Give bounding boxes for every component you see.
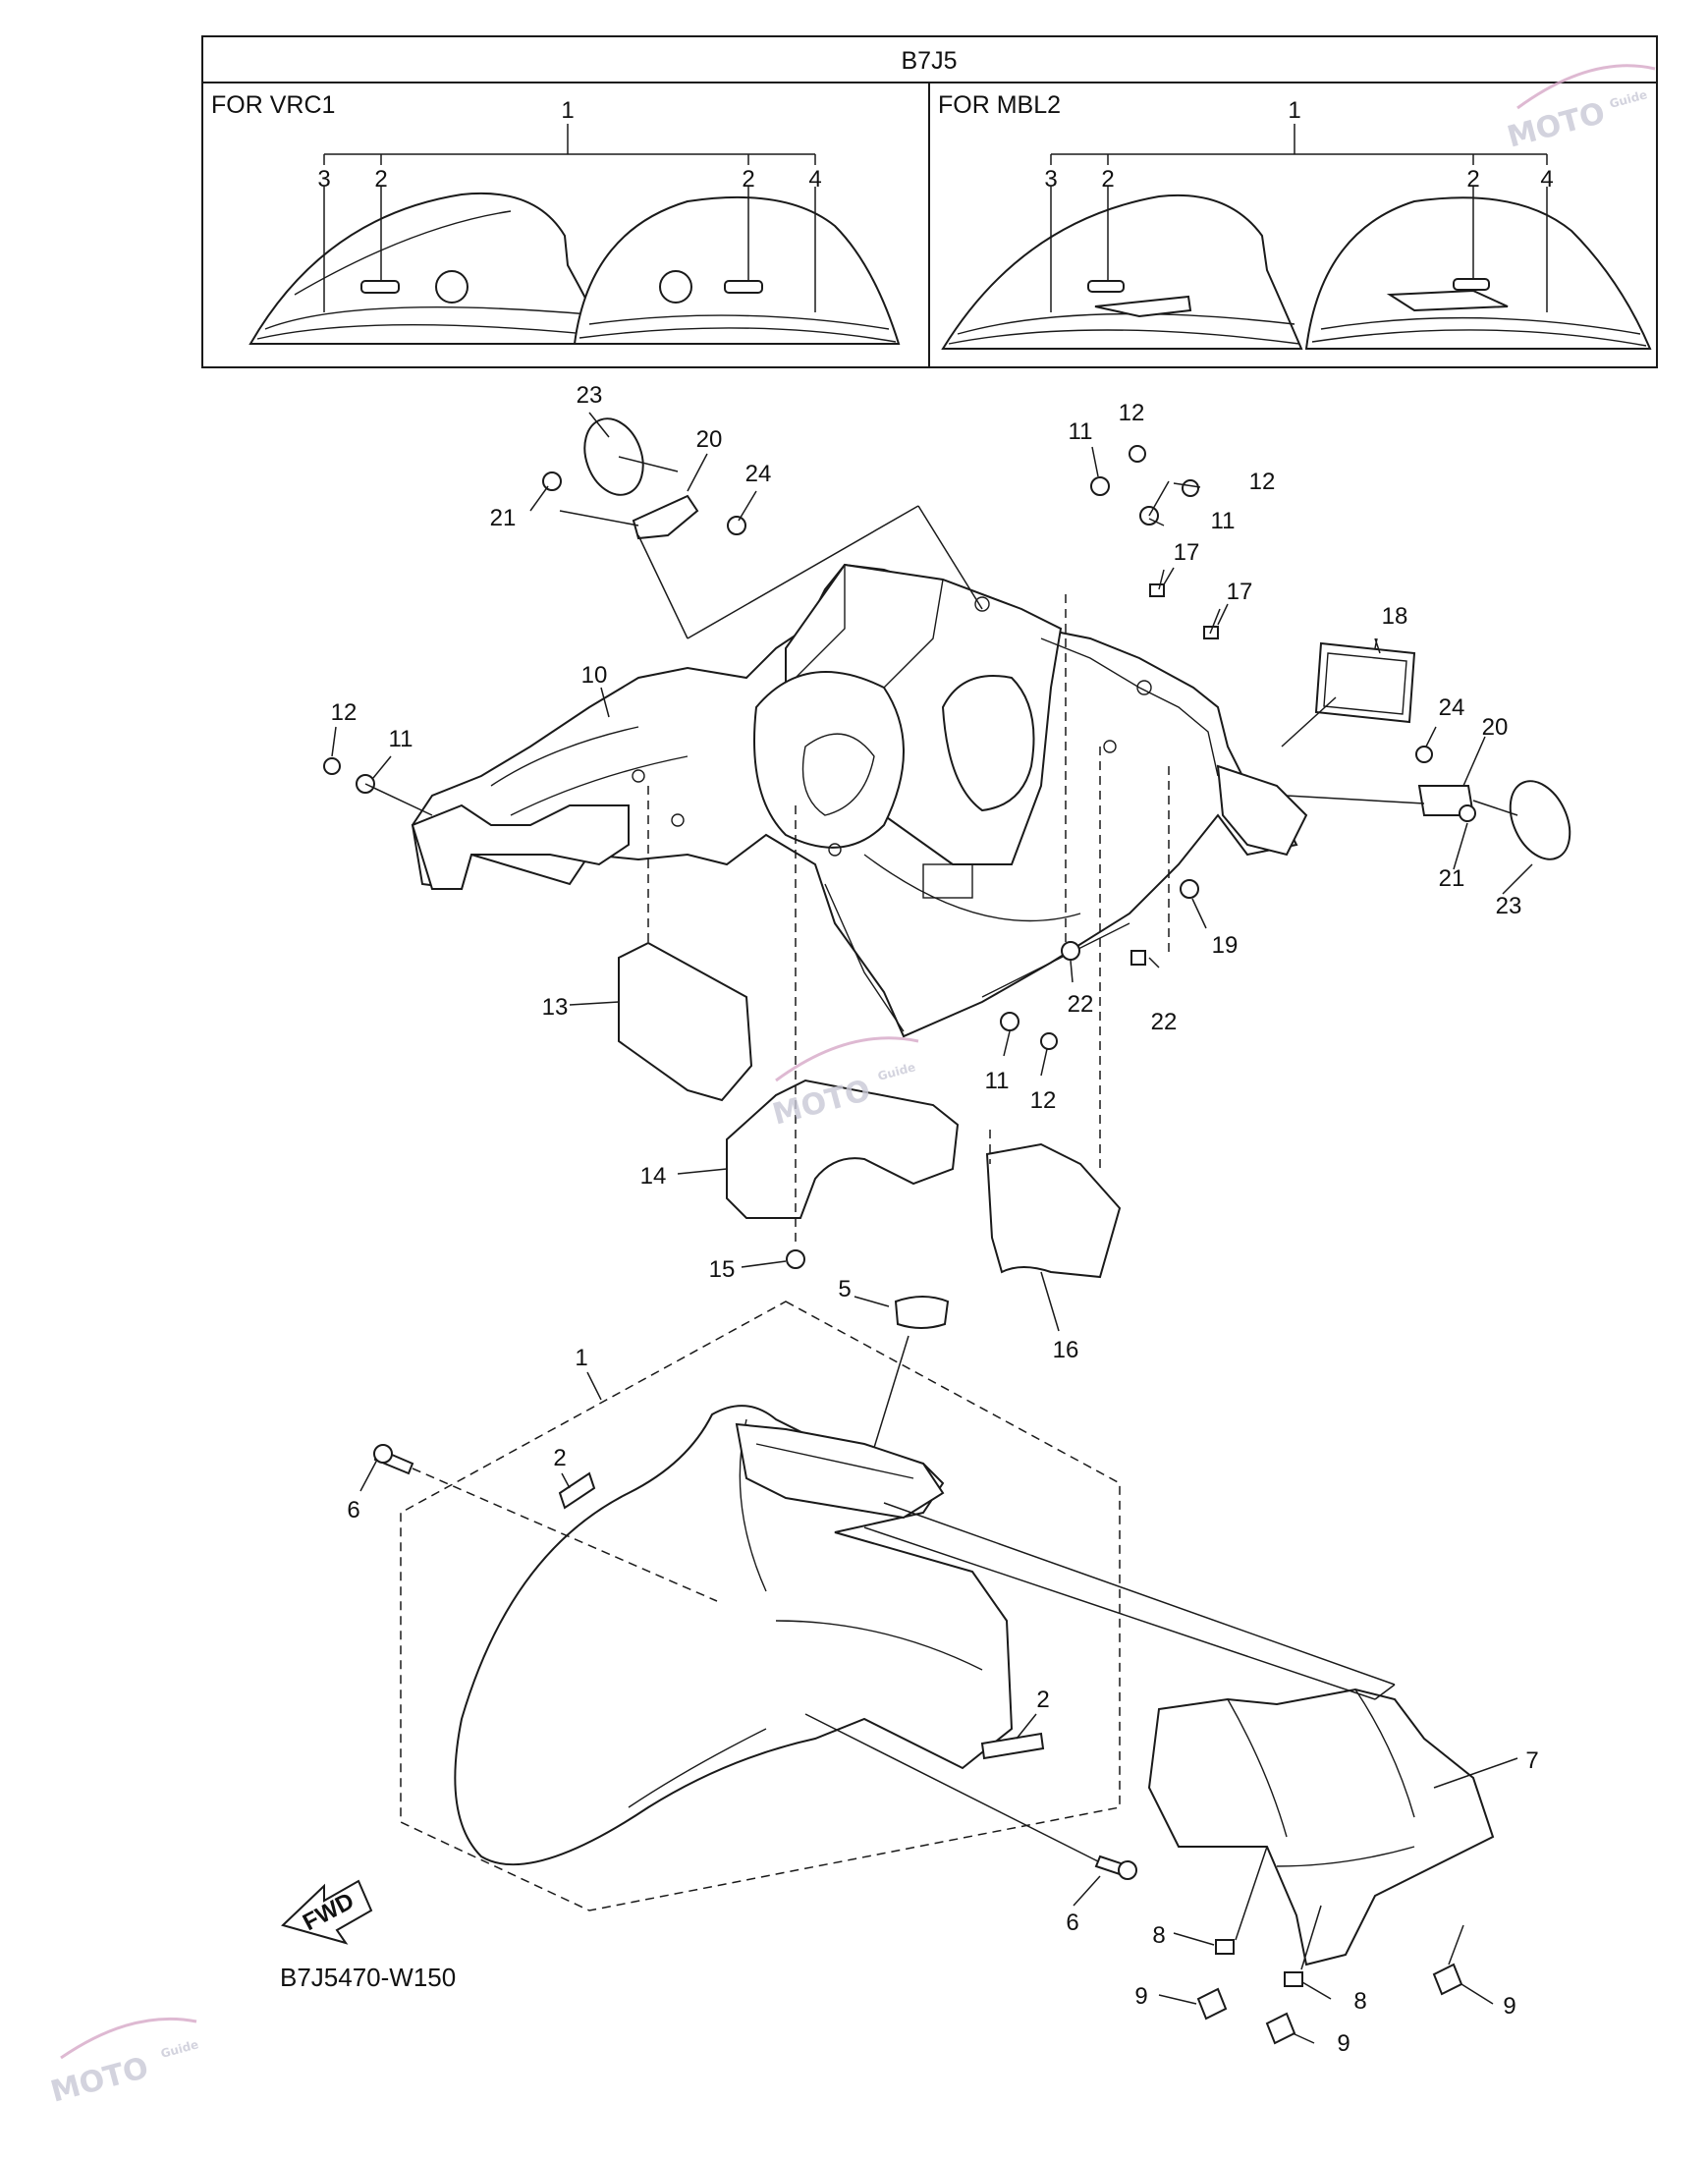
watermark-small-1: Guide [1608, 87, 1649, 111]
fasteners-lower [1196, 1846, 1464, 2045]
cover-16 [985, 1142, 1122, 1279]
callout-12-c: 12 [331, 699, 358, 726]
callout-16: 16 [1053, 1337, 1079, 1363]
watermark-small-2: Guide [876, 1060, 917, 1083]
callout-17-b: 17 [1227, 579, 1253, 605]
callout-7: 7 [1525, 1747, 1538, 1774]
callout-11-d: 11 [985, 1068, 1010, 1094]
callout-12-a: 12 [1119, 400, 1145, 426]
callout-15: 15 [709, 1256, 736, 1283]
callout-leaders [331, 412, 1533, 2044]
left-callout-4: 4 [808, 166, 821, 193]
watermark-bottom-left: MOTO Guide [47, 2017, 200, 2110]
right-callout-2a: 2 [1101, 166, 1114, 193]
right-callout-3: 3 [1044, 166, 1057, 193]
callout-8-a: 8 [1152, 1922, 1165, 1949]
front-fender-assembly [373, 1301, 1518, 1966]
callout-23-right: 23 [1496, 893, 1522, 919]
callout-6-b: 6 [1066, 1910, 1078, 1936]
reflector-23-left [559, 417, 983, 639]
callout-21-right: 21 [1439, 865, 1465, 892]
callout-21-left: 21 [490, 505, 517, 531]
callout-2-a: 2 [553, 1445, 566, 1471]
callout-24-right: 24 [1439, 694, 1465, 721]
callout-18: 18 [1382, 603, 1408, 630]
left-panel-fenders [248, 124, 901, 345]
diagram-code: B7J5470-W150 [280, 1963, 456, 1992]
callout-labels: 23 20 24 21 11 12 12 11 17 17 18 24 20 2… [331, 382, 1539, 2057]
inset-box: B7J5 FOR VRC1 FOR MBL2 1 [201, 35, 1658, 368]
callout-12-d: 12 [1030, 1087, 1057, 1114]
cap-5 [854, 1296, 950, 1465]
callout-14: 14 [640, 1163, 667, 1190]
callout-24-left: 24 [745, 461, 772, 487]
callout-1: 1 [575, 1345, 587, 1371]
right-panel-fenders [941, 124, 1652, 350]
callout-9-a: 9 [1134, 1983, 1147, 2010]
callout-13: 13 [542, 994, 569, 1021]
fwd-arrow-icon: FWD [281, 1879, 373, 1945]
callout-11-a: 11 [1069, 418, 1093, 445]
callout-10: 10 [581, 662, 608, 689]
left-panel-heading: FOR VRC1 [211, 91, 335, 119]
cover-14 [726, 1079, 960, 1219]
inner-fender-assembly [411, 563, 1308, 1038]
callout-6-a: 6 [347, 1497, 359, 1523]
callout-22-a: 22 [1068, 991, 1094, 1018]
callout-17-a: 17 [1174, 539, 1200, 566]
callout-19: 19 [1212, 932, 1239, 959]
callout-20-right: 20 [1482, 714, 1509, 741]
left-callout-2a: 2 [374, 166, 387, 193]
callout-9-c: 9 [1503, 1993, 1515, 2020]
inset-title: B7J5 [902, 47, 958, 75]
callout-20-left: 20 [696, 426, 723, 453]
left-callout-2b: 2 [742, 166, 754, 193]
callout-9-b: 9 [1337, 2030, 1350, 2057]
reflector-23-right [1286, 780, 1571, 860]
callout-23-left: 23 [577, 382, 603, 409]
right-callout-2b: 2 [1466, 166, 1479, 193]
right-panel-heading: FOR MBL2 [938, 91, 1061, 119]
callout-22-b: 22 [1151, 1009, 1178, 1035]
reflector-18 [1281, 637, 1416, 748]
fasteners-upper [323, 445, 1476, 1269]
callout-8-b: 8 [1353, 1988, 1366, 2015]
left-callout-3: 3 [317, 166, 330, 193]
watermark-top-right: MOTO Guide [1504, 64, 1656, 155]
callout-11-b: 11 [1211, 508, 1236, 534]
callout-11-c: 11 [389, 726, 413, 752]
right-callout-1: 1 [1288, 97, 1300, 124]
callout-5: 5 [838, 1276, 851, 1302]
watermark-text-3: MOTO [47, 2051, 152, 2110]
watermark-small-3: Guide [159, 2037, 200, 2061]
cover-plate-13 [618, 941, 753, 1102]
right-callout-4: 4 [1540, 166, 1553, 193]
callout-12-b: 12 [1249, 469, 1276, 495]
callout-2-b: 2 [1036, 1687, 1049, 1713]
left-callout-1: 1 [561, 97, 574, 124]
